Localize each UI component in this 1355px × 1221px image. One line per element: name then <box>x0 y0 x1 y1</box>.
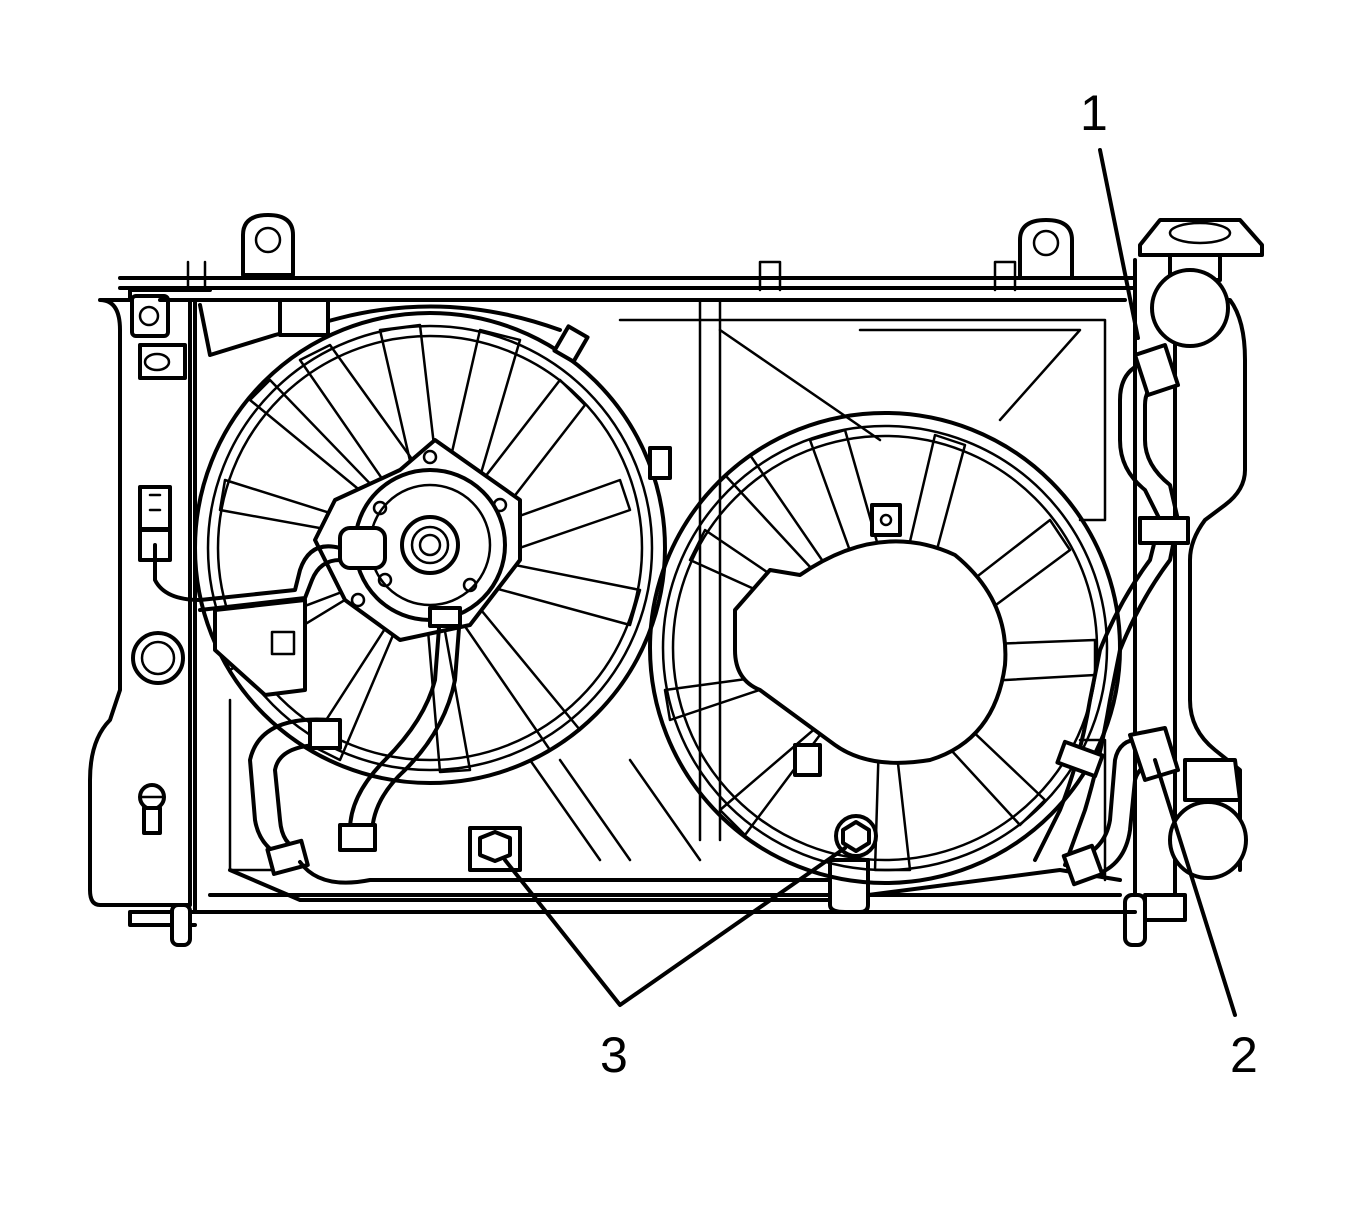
callout-2: 2 <box>1153 758 1258 1083</box>
callout-3: 3 <box>503 846 847 1083</box>
callout-1: 1 <box>1080 85 1140 340</box>
overflow-hose <box>1033 343 1190 867</box>
left-cooling-fan <box>153 298 672 785</box>
callout-2-label: 2 <box>1230 1027 1258 1083</box>
callout-1-label: 1 <box>1080 85 1108 141</box>
fan-mounting-bolt-right <box>834 814 878 858</box>
right-radiator-tank <box>1123 218 1264 947</box>
left-fan-hoses <box>248 606 832 885</box>
radiator-top-rail <box>118 213 1137 302</box>
left-radiator-tank <box>88 288 212 947</box>
callout-3-label: 3 <box>600 1027 628 1083</box>
lower-radiator-hose <box>1061 726 1180 887</box>
right-cooling-fan <box>648 411 1122 885</box>
